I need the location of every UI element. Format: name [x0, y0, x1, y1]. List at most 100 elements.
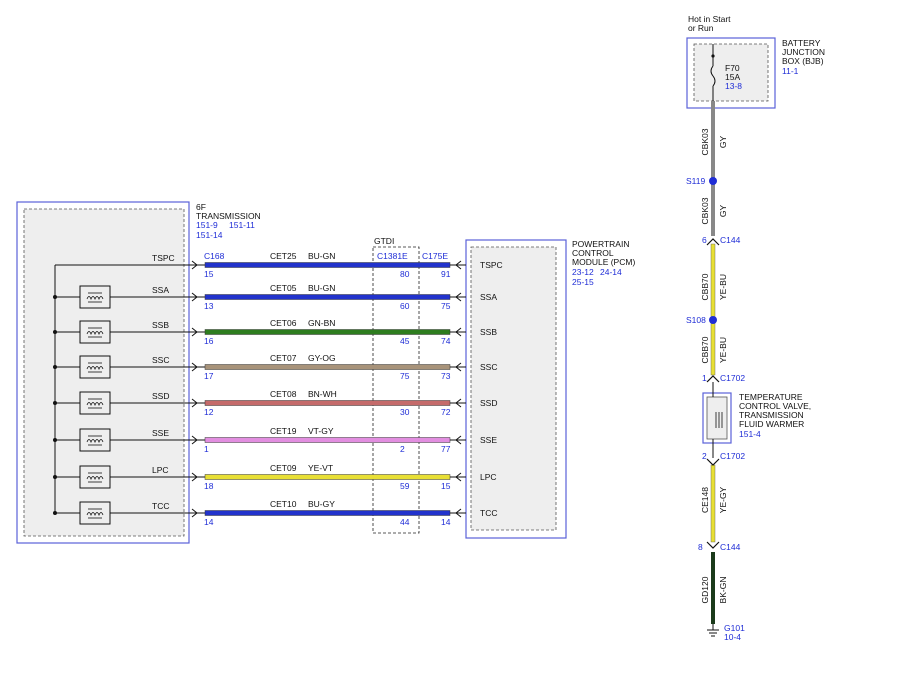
transmission-name-2: TRANSMISSION [196, 211, 261, 221]
color-code-lpc: YE-VT [308, 463, 333, 473]
bjb-outline [686, 37, 776, 109]
trans-signal-ssd: SSD [152, 391, 169, 401]
pcm-signal-ssb: SSB [480, 327, 497, 337]
color-code-tcc: BU-GY [308, 499, 335, 509]
wire-gd120 [711, 552, 715, 624]
seg2-circuit: CBK03 [700, 197, 710, 224]
valve-outline [702, 392, 732, 444]
gtdi-name: GTDI [374, 236, 394, 246]
c144-bottom-connector-icon [706, 541, 720, 549]
bjb-ref: 11-1 [782, 66, 799, 76]
color-code-sse: VT-GY [308, 426, 334, 436]
transmission-name-1: 6F [196, 202, 206, 212]
pin-gtdi-tspc: 80 [400, 269, 410, 279]
splice-s119 [709, 177, 717, 185]
seg3-circuit: CBB70 [700, 273, 710, 300]
color-code-ssb: GN-BN [308, 318, 335, 328]
pin-trans-lpc: 18 [204, 481, 214, 491]
wire-cet09 [204, 474, 451, 480]
gtdi-connector-b: C175E [422, 251, 448, 261]
pcm-name-2: CONTROL [572, 248, 614, 258]
color-code-ssa: BU-GN [308, 283, 335, 293]
wire-cet07 [204, 364, 451, 370]
fluid-warmer-circuit: Hot in Start or Run BATTERY JUNCTION BOX… [686, 14, 825, 642]
pcm-signal-sse: SSE [480, 435, 497, 445]
c1702-bottom-connector-icon [706, 458, 720, 466]
c144-top-label: C144 [720, 235, 741, 245]
trans-signal-lpc: LPC [152, 465, 169, 475]
seg6-circuit: GD120 [700, 576, 710, 603]
pin-trans-ssd: 12 [204, 407, 214, 417]
splice1-label: S119 [686, 176, 705, 186]
trans-signal-tspc: TSPC [152, 253, 175, 263]
transmission-module: 6F TRANSMISSION 151-9 151-11 151-14 C168 [16, 201, 261, 544]
wire-cbb70-lower [710, 319, 716, 376]
pcm-name-3: MODULE (PCM) [572, 257, 635, 267]
valve-ref: 151-4 [739, 429, 761, 439]
seg1-circuit: CBK03 [700, 128, 710, 155]
c1702-bottom-label: C1702 [720, 451, 745, 461]
pcm-signal-ssa: SSA [480, 292, 497, 302]
pcm-ref-3: 25-15 [572, 277, 594, 287]
pcm-name-1: POWERTRAIN [572, 239, 629, 249]
pin-pcm-ssd: 72 [441, 407, 451, 417]
c1702-top-label: C1702 [720, 373, 745, 383]
wire-cet08 [204, 400, 451, 406]
fuse-icon [710, 65, 716, 87]
seg5-color: YE-GY [718, 486, 728, 513]
hot-label-2: or Run [688, 23, 714, 33]
fuse-name: F70 [725, 63, 740, 73]
pcm-signal-tcc: TCC [480, 508, 497, 518]
wire-cbk03-upper [711, 101, 715, 181]
pcm-signal-tspc: TSPC [480, 260, 503, 270]
pin-trans-ssc: 17 [204, 371, 214, 381]
circuit-tcc: CET10 [270, 499, 297, 509]
seg1-color: GY [718, 136, 728, 149]
c144-top-connector-icon [706, 238, 720, 246]
pcm-module: POWERTRAIN CONTROL MODULE (PCM) 23-12 24… [465, 239, 635, 539]
splice2-label: S108 [686, 315, 706, 325]
wire-cet25 [204, 262, 451, 268]
bjb-name-3: BOX (BJB) [782, 56, 824, 66]
ground-label: G101 [724, 623, 745, 633]
wire-cet05 [204, 294, 451, 300]
valve-name-1: TEMPERATURE [739, 392, 803, 402]
pin-gtdi-ssa: 60 [400, 301, 410, 311]
pin-gtdi-ssd: 30 [400, 407, 410, 417]
pin-pcm-tspc: 91 [441, 269, 451, 279]
seg3-color: YE-BU [718, 274, 728, 300]
trans-signal-sse: SSE [152, 428, 169, 438]
c144-bottom-label: C144 [720, 542, 741, 552]
c1702-pin-bot: 2 [702, 451, 707, 461]
trans-signal-ssa: SSA [152, 285, 169, 295]
transmission-connector-label: C168 [204, 251, 225, 261]
fuse-rating: 15A [725, 72, 740, 82]
color-code-ssc: GY-OG [308, 353, 336, 363]
seg2-color: GY [718, 205, 728, 218]
seg5-circuit: CE148 [700, 487, 710, 513]
pin-trans-sse: 1 [204, 444, 209, 454]
pcm-ref-2: 24-14 [600, 267, 622, 277]
pin-trans-tcc: 14 [204, 517, 214, 527]
circuit-sse: CET19 [270, 426, 297, 436]
pcm-signal-lpc: LPC [480, 472, 497, 482]
gtdi-connector-a: C1381E [377, 251, 408, 261]
c1702-pin-top: 1 [702, 373, 707, 383]
wire-ce148 [710, 464, 716, 543]
valve-name-3: TRANSMISSION [739, 410, 804, 420]
circuit-tspc: CET25 [270, 251, 297, 261]
transmission-ref-2: 151-11 [229, 220, 255, 230]
fuse-ref: 13-8 [725, 81, 742, 91]
pin-trans-tspc: 15 [204, 269, 214, 279]
valve-name-2: CONTROL VALVE, [739, 401, 811, 411]
pin-pcm-lpc: 15 [441, 481, 451, 491]
solenoid-icon-ssc [79, 355, 111, 379]
wire-cet10 [204, 510, 451, 516]
trans-signal-ssc: SSC [152, 355, 169, 365]
circuit-ssb: CET06 [270, 318, 297, 328]
wire-cbb70-upper [710, 243, 716, 321]
ground-icon [707, 624, 719, 637]
pin-pcm-ssa: 75 [441, 301, 451, 311]
seg4-color: YE-BU [718, 337, 728, 363]
